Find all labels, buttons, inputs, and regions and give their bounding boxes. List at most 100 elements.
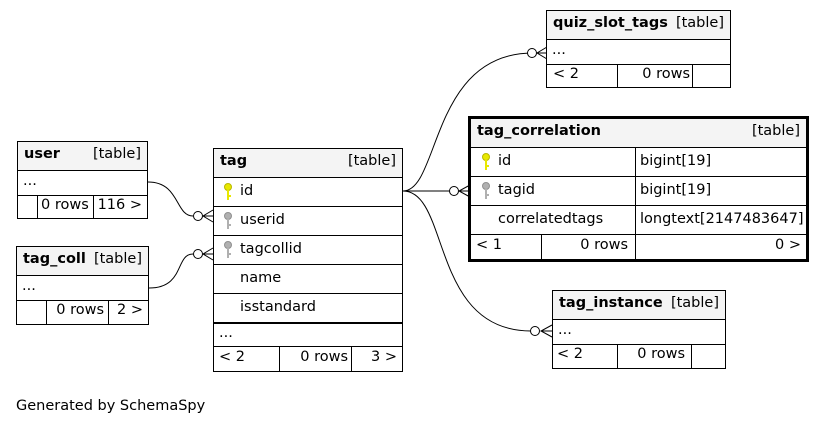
column-row-id[interactable]: id bigint[19]	[471, 148, 806, 177]
edge-line	[402, 52, 534, 192]
stats-row: < 2 0 rows 3 >	[214, 347, 402, 371]
divider	[46, 301, 47, 324]
column-type: bigint[19]	[640, 182, 712, 198]
ellipsis-row: ...	[547, 40, 730, 65]
table-name: tag_instance	[559, 295, 663, 311]
column-name: tagid	[498, 182, 536, 198]
table-type: [table]	[92, 146, 141, 162]
column-type: bigint[19]	[640, 153, 712, 169]
divider	[279, 347, 280, 371]
divider	[37, 196, 38, 218]
column-row-tagid[interactable]: tagid bigint[19]	[471, 177, 806, 206]
stats-rows: 0 rows	[56, 302, 104, 318]
stats-row: < 1 0 rows 0 >	[471, 235, 806, 259]
column-row-name[interactable]: name	[214, 265, 402, 294]
stats-row: < 2 0 rows	[553, 345, 725, 368]
primary-key-icon	[224, 183, 232, 200]
table-header: tag_instance [table]	[553, 291, 725, 320]
table-header: tag [table]	[214, 149, 402, 178]
divider	[93, 196, 94, 218]
stats-children[interactable]: 116 >	[97, 197, 142, 213]
edge-line	[147, 181, 194, 217]
column-name: tagcollid	[240, 241, 302, 257]
table-name: tag_coll	[23, 251, 86, 267]
column-row-userid[interactable]: userid	[214, 207, 402, 236]
stats-children[interactable]: 3 >	[371, 349, 397, 365]
table-type: [table]	[93, 251, 142, 267]
stats-rows: 0 rows	[580, 237, 628, 253]
foreign-key-icon	[224, 241, 232, 258]
ellipsis-row: ...	[553, 320, 725, 345]
column-name: id	[240, 183, 254, 199]
table-type: [table]	[347, 153, 396, 169]
table-tag-correlation[interactable]: tag_correlation [table] id bigint[19] ta…	[468, 116, 809, 262]
edge-tag-tag-instance	[402, 190, 553, 338]
foreign-key-icon	[482, 182, 490, 199]
ellipsis: ...	[22, 278, 36, 294]
generated-by-footer: Generated by SchemaSpy	[16, 398, 206, 414]
stats-parents[interactable]: < 2	[553, 66, 579, 82]
divider	[635, 206, 636, 234]
ellipsis: ...	[558, 322, 572, 338]
ellipsis: ...	[23, 173, 37, 189]
table-type: [table]	[675, 15, 724, 31]
table-header: user [table]	[18, 142, 147, 171]
crowfoot-marker	[536, 46, 548, 60]
divider	[617, 65, 618, 87]
column-name: id	[498, 153, 512, 169]
table-type: [table]	[751, 123, 800, 139]
divider	[691, 345, 692, 368]
divider	[108, 301, 109, 324]
edge-line	[148, 253, 194, 289]
stats-parents[interactable]: < 2	[557, 346, 583, 362]
table-user[interactable]: user [table] ... 0 rows 116 >	[17, 141, 148, 219]
crowfoot-marker	[539, 324, 553, 338]
stats-row: 0 rows 116 >	[18, 196, 147, 218]
foreign-key-icon	[224, 212, 232, 229]
stats-children[interactable]: 2 >	[117, 302, 143, 318]
zero-marker	[530, 326, 540, 336]
column-name: isstandard	[240, 299, 316, 315]
table-name: quiz_slot_tags	[553, 15, 668, 31]
table-tag[interactable]: tag [table] id userid tagcollid name iss…	[213, 148, 403, 372]
divider	[541, 235, 542, 259]
divider	[635, 177, 636, 205]
stats-parents[interactable]: < 1	[476, 237, 502, 253]
table-tag-coll[interactable]: tag_coll [table] ... 0 rows 2 >	[16, 246, 149, 325]
column-type: longtext[2147483647]	[640, 211, 804, 227]
zero-marker	[527, 48, 537, 58]
stats-row: 0 rows 2 >	[17, 301, 148, 324]
stats-rows: 0 rows	[637, 346, 685, 362]
divider	[635, 235, 636, 259]
table-quiz-slot-tags[interactable]: quiz_slot_tags [table] ... < 2 0 rows	[546, 10, 731, 88]
column-row-correlatedtags[interactable]: correlatedtags longtext[2147483647]	[471, 206, 806, 235]
edge-user-tag	[147, 181, 214, 223]
edge-tag-quiz-slot-tags	[402, 46, 548, 192]
stats-rows: 0 rows	[41, 197, 89, 213]
table-type: [table]	[670, 295, 719, 311]
zero-marker	[193, 211, 203, 221]
crowfoot-marker	[202, 209, 214, 223]
stats-rows: 0 rows	[642, 66, 690, 82]
column-row-tagcollid[interactable]: tagcollid	[214, 236, 402, 265]
table-name: user	[24, 146, 60, 162]
table-header: tag_coll [table]	[17, 247, 148, 276]
ellipsis-row: ...	[17, 276, 148, 301]
zero-marker	[449, 186, 459, 196]
table-tag-instance[interactable]: tag_instance [table] ... < 2 0 rows	[552, 290, 726, 369]
column-row-isstandard[interactable]: isstandard	[214, 294, 402, 323]
table-header: tag_correlation [table]	[471, 119, 806, 148]
ellipsis: ...	[219, 325, 233, 341]
divider	[692, 65, 693, 87]
column-name: name	[240, 270, 282, 286]
primary-key-icon	[482, 153, 490, 170]
stats-parents[interactable]: < 2	[219, 349, 245, 365]
stats-children[interactable]: 0 >	[775, 237, 801, 253]
edge-tag-tag-correlation	[403, 184, 471, 198]
column-name: correlatedtags	[498, 211, 604, 227]
ellipsis-row: ...	[214, 323, 402, 347]
column-row-id[interactable]: id	[214, 178, 402, 207]
divider	[635, 148, 636, 176]
